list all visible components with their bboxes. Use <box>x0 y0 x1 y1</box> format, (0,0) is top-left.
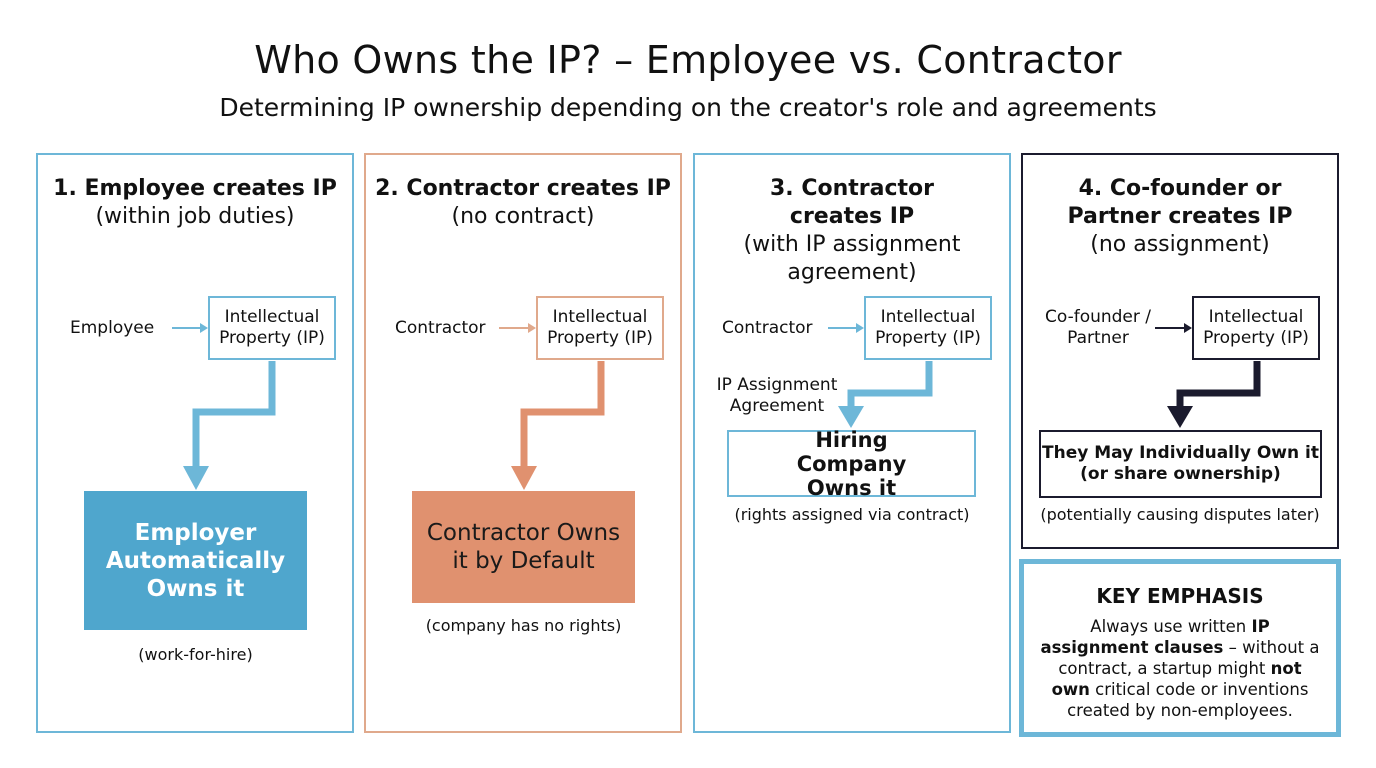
panel-heading: 4. Co-founder or Partner creates IP (no … <box>1023 175 1337 259</box>
outcome-box: Contractor Owns it by Default <box>412 491 635 603</box>
panel-heading-main: 3. Contractor creates IP <box>770 176 934 229</box>
panel-heading-main: 1. Employee creates IP <box>53 176 337 201</box>
outcome-note: (potentially causing disputes later) <box>1040 505 1320 524</box>
creator-label: Co-founder / Partner <box>1044 307 1152 348</box>
panel-cofounder: 4. Co-founder or Partner creates IP (no … <box>1021 153 1339 549</box>
creator-label: Employee <box>70 318 155 338</box>
panel-contractor-no-contract: 2. Contractor creates IP (no contract) <box>364 153 682 733</box>
agreement-label: IP Assignment Agreement <box>716 375 838 416</box>
outcome-sub: (or share ownership) <box>1080 464 1281 484</box>
panel-heading-main: 2. Contractor creates IP <box>375 176 671 201</box>
outcome-note: (work-for-hire) <box>138 645 253 664</box>
outcome-note: (company has no rights) <box>425 616 622 635</box>
panel-heading: 3. Contractor creates IP (with IP assign… <box>695 175 1009 287</box>
ip-box: Intellectual Property (IP) <box>208 296 336 360</box>
panel-heading-sub: (within job duties) <box>95 204 295 229</box>
ip-box: Intellectual Property (IP) <box>1192 296 1320 360</box>
key-emphasis-text: Always use written IP assignment clauses… <box>1038 616 1322 721</box>
key-text-part: critical code or inventions created by n… <box>1067 680 1309 720</box>
page-title: Who Owns the IP? – Employee vs. Contract… <box>254 38 1122 82</box>
panel-contractor-with-agreement: 3. Contractor creates IP (with IP assign… <box>693 153 1011 733</box>
panel-heading: 1. Employee creates IP (within job dutie… <box>38 175 352 231</box>
key-text-bold: not own <box>1051 659 1302 699</box>
key-text-part: Always use written <box>1090 617 1247 636</box>
ip-box: Intellectual Property (IP) <box>864 296 992 360</box>
key-emphasis-title: KEY EMPHASIS <box>1096 584 1264 608</box>
panel-heading-sub: (no contract) <box>451 204 595 229</box>
key-emphasis-box: KEY EMPHASIS Always use written IP assig… <box>1019 559 1341 737</box>
outcome-box: Hiring Company Owns it <box>727 428 976 500</box>
panel-heading: 2. Contractor creates IP (no contract) <box>366 175 680 231</box>
outcome-box: They May Individually Own it (or share o… <box>1039 430 1322 498</box>
outcome-main: They May Individually Own it <box>1042 443 1319 463</box>
panel-heading-sub: (with IP assignment agreement) <box>743 232 961 285</box>
key-text-part: – without a contract, a startup might <box>1058 638 1320 678</box>
panel-heading-sub: (no assignment) <box>1090 232 1270 257</box>
creator-label: Contractor <box>722 318 813 338</box>
outcome-note: (rights assigned via contract) <box>734 505 970 524</box>
page-subtitle: Determining IP ownership depending on th… <box>219 93 1157 122</box>
panel-employee: 1. Employee creates IP (within job dutie… <box>36 153 354 733</box>
key-text-bold: IP assignment clauses <box>1040 617 1270 657</box>
outcome-box: Employer Automatically Owns it <box>84 491 307 630</box>
creator-label: Contractor <box>395 318 486 338</box>
panel-heading-main: 4. Co-founder or Partner creates IP <box>1067 176 1293 229</box>
ip-box: Intellectual Property (IP) <box>536 296 664 360</box>
